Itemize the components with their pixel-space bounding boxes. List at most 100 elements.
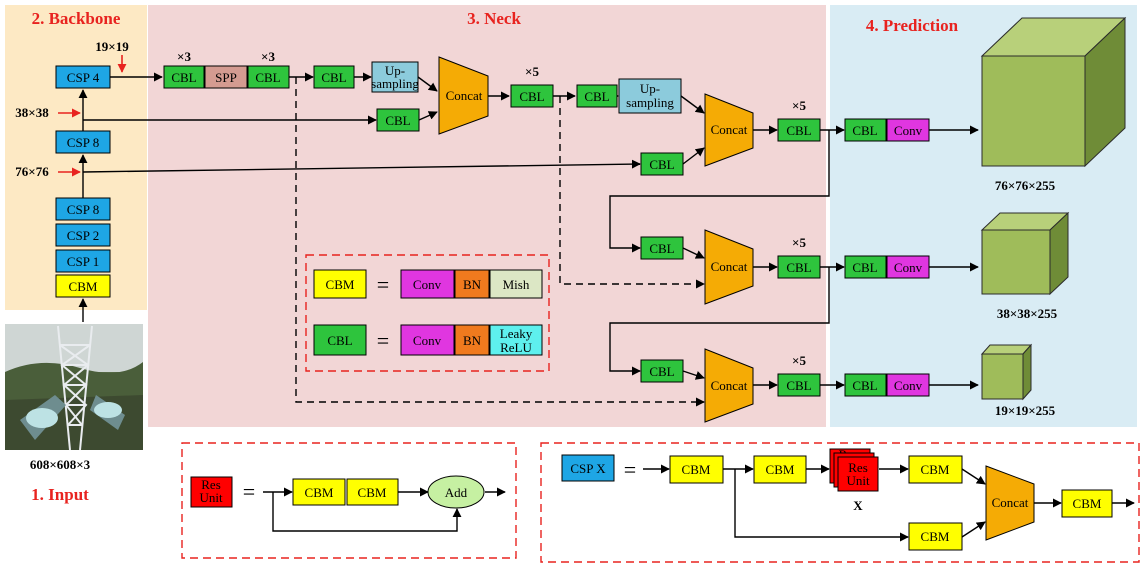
res-unit-panel: [181, 442, 517, 559]
dim-76x76: 76×76: [15, 164, 49, 179]
output-dim-19: 19×19×255: [995, 403, 1056, 418]
neck-concat-3[interactable]: [704, 229, 754, 305]
neck-cbl-4[interactable]: [376, 108, 420, 132]
pred-conv-1[interactable]: [886, 118, 930, 142]
input-dimension: 608×608×3: [30, 457, 91, 472]
backbone-csp1-label: CSP 1: [67, 254, 99, 269]
neck-cbl-6[interactable]: [576, 84, 618, 108]
backbone-cbm[interactable]: [55, 274, 111, 298]
cspx-cbm-4[interactable]: [908, 522, 963, 551]
cspx-cbm-2[interactable]: [753, 455, 807, 484]
dim-19x19: 19×19: [95, 39, 129, 54]
neck-cbl-12-label: CBL: [786, 378, 811, 393]
neck-cbl-3[interactable]: [313, 65, 355, 89]
neck-cbl-6-label: CBL: [584, 89, 609, 104]
neck-cbl-9[interactable]: [640, 236, 684, 260]
output-dim-76: 76×76×255: [995, 178, 1056, 193]
neck-title: 3. Neck: [467, 9, 521, 28]
neck-cbl-5[interactable]: [510, 84, 554, 108]
res-unit-cbm-1[interactable]: [292, 478, 346, 506]
neck-times3-a: ×3: [177, 49, 191, 64]
cspx-cbm-2-label: CBM: [766, 462, 795, 477]
output-dim-38: 38×38×255: [997, 306, 1058, 321]
cspx-cbm-3[interactable]: [908, 455, 963, 484]
legend-leaky-line2: ReLU: [500, 340, 532, 355]
neck-times3-b: ×3: [261, 49, 275, 64]
backbone-cbm-label: CBM: [69, 279, 98, 294]
neck-spp[interactable]: [204, 65, 248, 89]
cspx-cbm-5[interactable]: [1061, 489, 1113, 518]
legend-box: [305, 254, 550, 372]
neck-cbl-3-label: CBL: [321, 70, 346, 85]
neck-times5-c: ×5: [792, 235, 806, 250]
legend-mish: [489, 269, 543, 299]
pred-cbl-3-label: CBL: [852, 378, 877, 393]
cspx-cbm-3-label: CBM: [921, 462, 950, 477]
legend-conv-2-label: Conv: [413, 333, 442, 348]
pred-cbl-1[interactable]: [844, 118, 887, 142]
neck-dashed-connectors: [295, 77, 705, 407]
neck-cbl-10[interactable]: [777, 255, 821, 279]
neck-concat-4[interactable]: [704, 348, 754, 423]
legend-bn-2-label: BN: [463, 333, 482, 348]
res-unit-block[interactable]: [190, 476, 233, 508]
neck-concat-2-label: Concat: [711, 122, 748, 137]
pred-conv-1-label: Conv: [894, 123, 923, 138]
neck-cbl-2[interactable]: [247, 65, 290, 89]
neck-cbl-7[interactable]: [640, 152, 684, 176]
pred-conv-3-label: Conv: [894, 378, 923, 393]
pred-conv-2[interactable]: [886, 255, 930, 279]
res-unit-add-label: Add: [445, 485, 468, 500]
pred-conv-2-label: Conv: [894, 260, 923, 275]
output-cube-19: [980, 343, 1033, 401]
res-unit-cbm-2-label: CBM: [358, 485, 387, 500]
input-image: [5, 324, 143, 451]
neck-cbl-11-label: CBL: [649, 364, 674, 379]
neck-cbl-7-label: CBL: [649, 157, 674, 172]
pred-conv-3[interactable]: [886, 373, 930, 397]
neck-cbl-8[interactable]: [777, 118, 821, 142]
backbone-csp4-label: CSP 4: [67, 70, 100, 85]
neck-cbl-4-label: CBL: [385, 113, 410, 128]
cspx-panel: [540, 442, 1140, 563]
output-cube-76: [980, 16, 1127, 168]
legend-bn-1-label: BN: [463, 277, 482, 292]
res-unit-add[interactable]: [427, 475, 485, 509]
neck-spp-label: SPP: [215, 70, 237, 85]
cspx-res-unit-line2: Unit: [846, 473, 870, 488]
neck-cbl-10-label: CBL: [786, 260, 811, 275]
cspx-concat[interactable]: [985, 465, 1035, 541]
cspx-res-unit-line1: Res: [848, 460, 868, 475]
backbone-csp2[interactable]: [55, 223, 111, 247]
res-unit-block-line1: Res: [201, 477, 221, 492]
res-unit-equals: =: [243, 479, 255, 504]
neck-upsampling-1[interactable]: [371, 61, 419, 93]
neck-upsampling-2[interactable]: [618, 78, 682, 114]
neck-cbl-1[interactable]: [163, 65, 205, 89]
cspx-block[interactable]: [561, 454, 615, 482]
legend-conv-1-label: Conv: [413, 277, 442, 292]
cspx-res-unit-stack[interactable]: R Res Unit: [829, 447, 879, 492]
neck-concat-1[interactable]: [438, 56, 489, 135]
pred-cbl-2[interactable]: [844, 255, 887, 279]
cspx-equals: =: [624, 457, 636, 482]
legend-cbm-label: CBM: [326, 277, 355, 292]
res-unit-cbm-1-label: CBM: [305, 485, 334, 500]
legend-cbl-label: CBL: [327, 333, 352, 348]
neck-concat-2[interactable]: [704, 93, 754, 167]
neck-cbl-12[interactable]: [777, 373, 821, 397]
backbone-csp8-lower-label: CSP 8: [67, 202, 99, 217]
legend-equals-1: =: [377, 272, 389, 297]
pred-cbl-3[interactable]: [844, 373, 887, 397]
cspx-arrows: [643, 464, 1135, 542]
legend-cbm: [313, 269, 367, 299]
neck-cbl-8-label: CBL: [786, 123, 811, 138]
cspx-concat-label: Concat: [992, 495, 1029, 510]
backbone-csp1[interactable]: [55, 249, 111, 273]
res-unit-cbm-2[interactable]: [346, 478, 399, 506]
neck-cbl-11[interactable]: [640, 359, 684, 383]
legend-cbl: [313, 324, 367, 356]
legend-bn-2: [454, 324, 490, 356]
cspx-cbm-1[interactable]: [669, 455, 724, 484]
legend-equals-2: =: [377, 328, 389, 353]
